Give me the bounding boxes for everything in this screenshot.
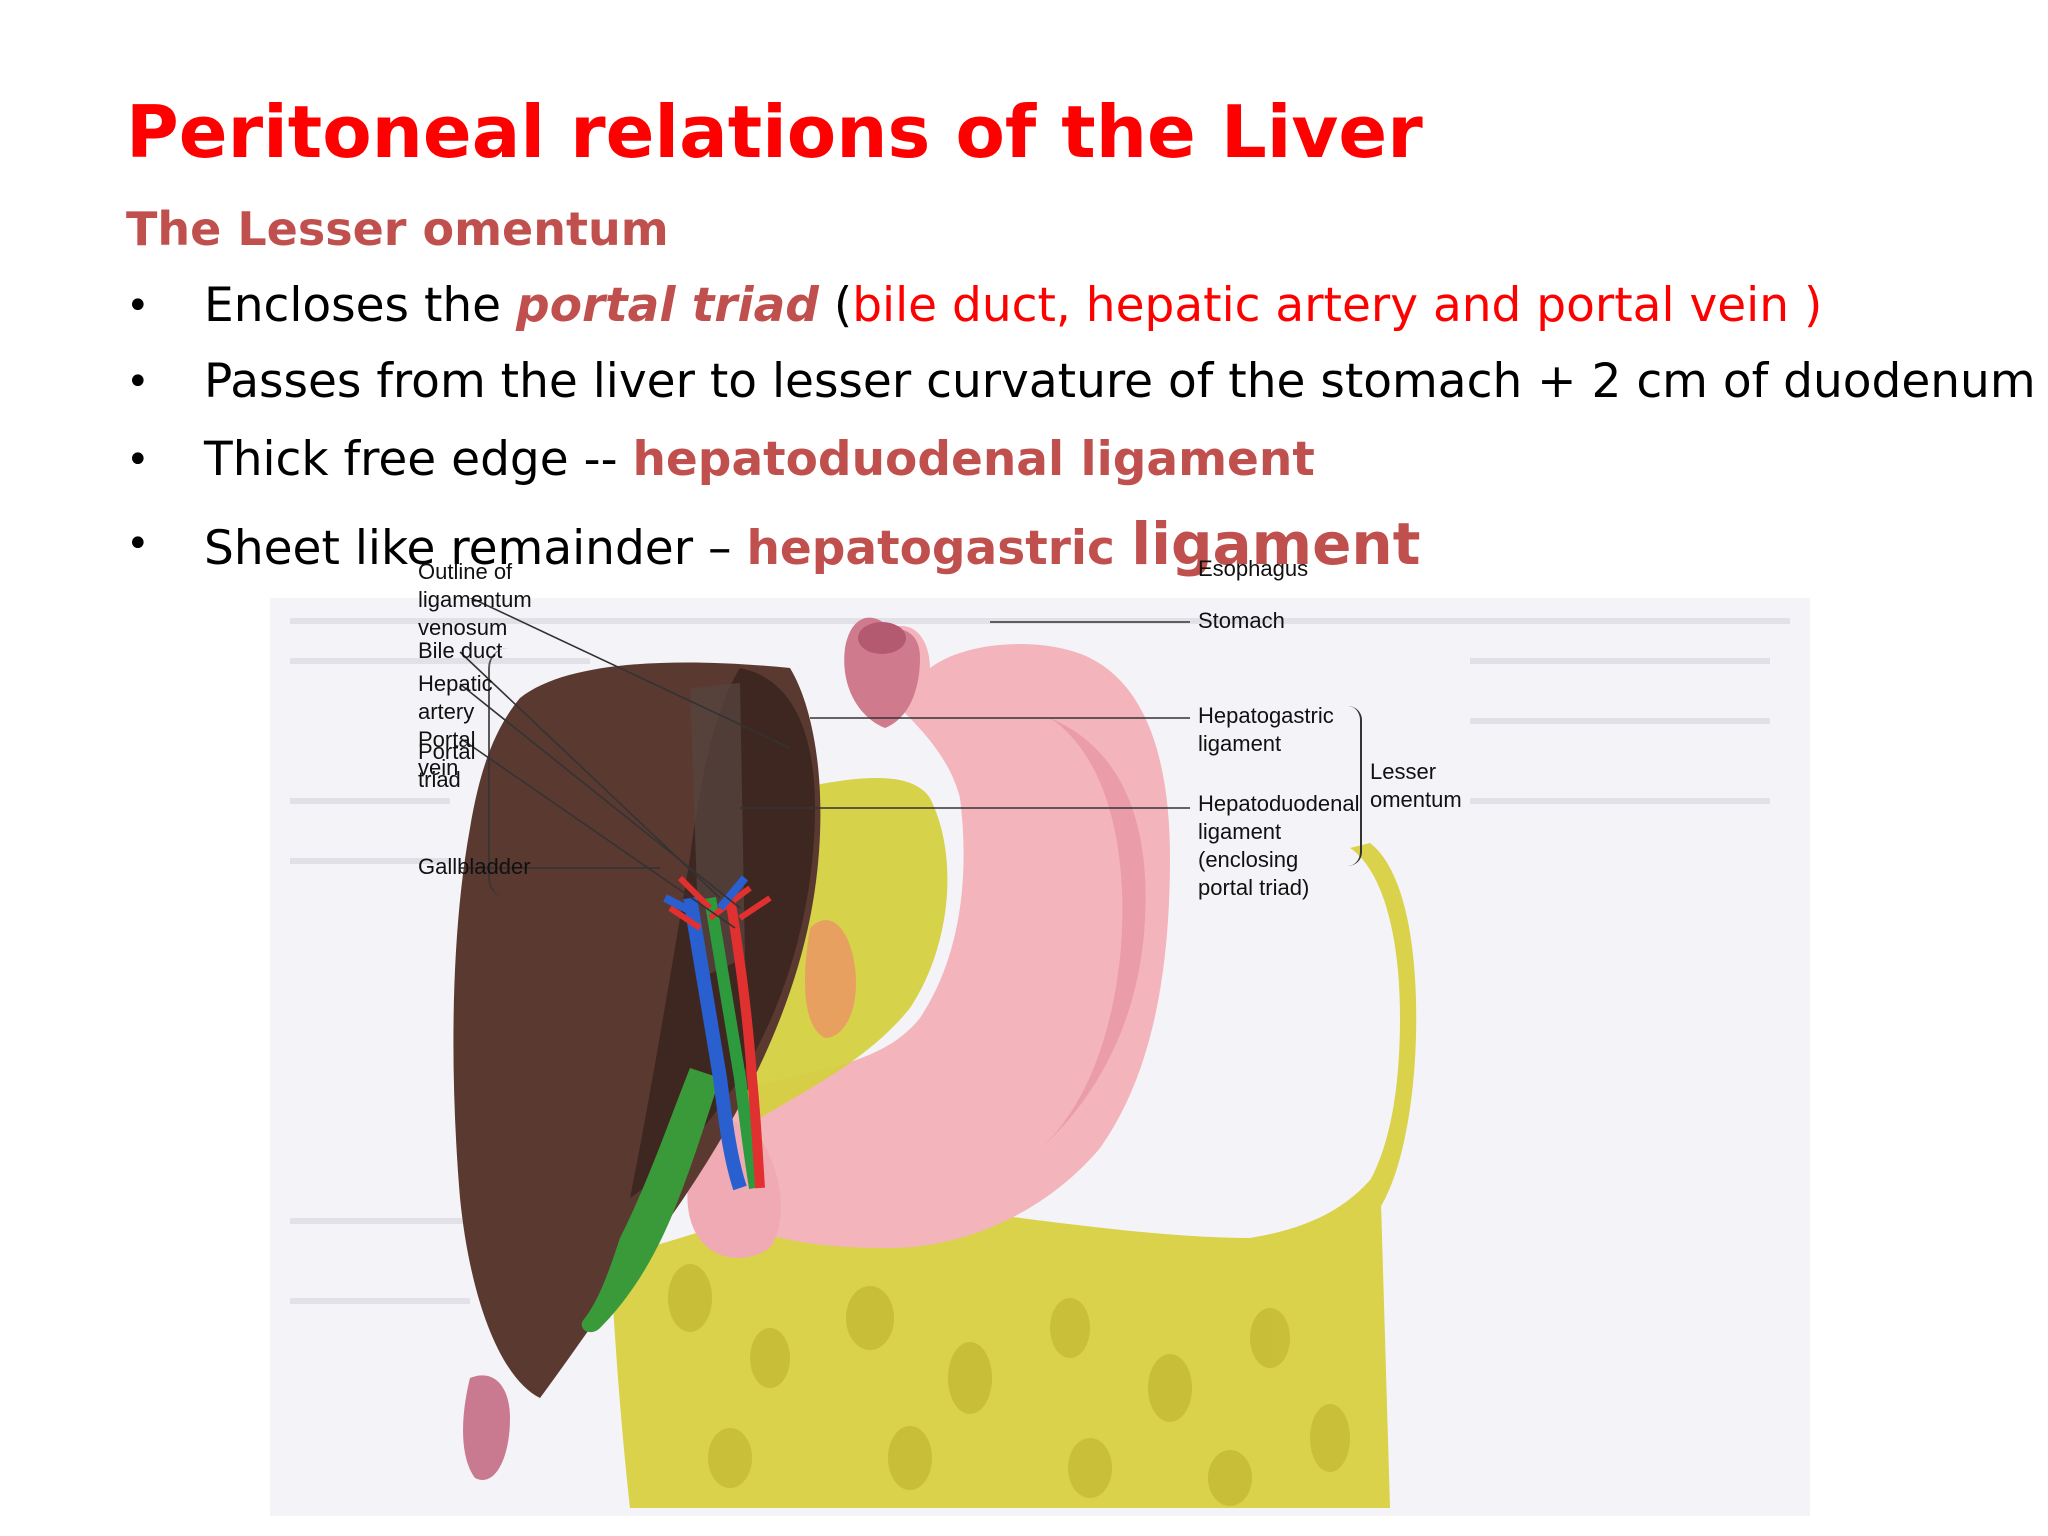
hepatogastric-label-line: Hepatogastric [1198,703,1334,728]
slide-title: Peritoneal relations of the Liver [126,90,1423,174]
hepatoduodenal-label-line: Hepatoduodenal [1198,791,1360,816]
portal-vein-label-line: Portal [418,727,476,752]
outline-venosum-label-line: ligamentum [418,587,532,612]
esophagus-opening [858,622,906,654]
stomach-shading [1030,718,1146,1158]
bullet-icon: • [126,359,150,405]
bullet-item: • Passes from the liver to lesser curvat… [126,344,2036,420]
hepatogastric-label: Hepatogastric ligament [1198,702,1334,758]
lesser-omentum-label-line: Lesser [1370,759,1437,784]
bullet-text-highlight-large: ligament [1131,510,1421,578]
portal-triad-label: Portal triad [418,738,528,794]
gallbladder [581,1068,720,1333]
bullet-text-emphasis: portal triad [516,278,819,333]
anatomy-figure: Portal triad Outline of ligamentum venos… [270,556,1810,1516]
portal-triad-label-line: triad [418,767,461,792]
esophagus-label: Esophagus [1198,556,1309,581]
caudate-lobe [805,920,856,1038]
bullet-text: ( [818,278,853,333]
bullet-text-highlight: bile duct, hepatic artery and portal vei… [852,278,1823,333]
hepatic-artery-label-line: Hepatic [418,671,493,696]
bullet-text-highlight: hepatogastric [746,521,1132,576]
liver-lower-lobe [463,1375,510,1480]
bullet-list: • Encloses the portal triad (bile duct, … [126,268,2036,578]
hepatoduodenal-label-line: (enclosing [1198,847,1299,872]
bile-duct-label: Bile duct [418,638,503,663]
bullet-item: • Thick free edge -- hepatoduodenal liga… [126,422,2036,498]
leader-lines [459,598,1190,929]
bullet-icon: • [126,437,150,483]
greater-omentum [610,1168,1390,1508]
lesser-omentum-label-line: omentum [1370,787,1462,812]
stomach-label: Stomach [1198,608,1285,633]
omentum-greater-curvature [1350,843,1417,1208]
bullet-text: Encloses the [204,278,517,333]
bullet-item: • Encloses the portal triad (bile duct, … [126,268,2036,344]
lesser-omentum-brace [1348,706,1362,866]
stomach [700,626,1170,1248]
outline-venosum-label: Outline of ligamentum venosum [418,558,532,642]
portal-vein-label: Portal vein [418,726,475,782]
gallbladder-label: Gallbladder [418,854,531,879]
outline-venosum-label-line: Outline of [418,559,513,584]
lesser-omentum-label: Lesser omentum [1370,758,1462,814]
omentum-texture [668,1264,1350,1506]
anatomy-illustration [270,598,1810,1516]
bullet-text: Thick free edge -- [204,432,633,487]
bullet-text: Passes from the liver to lesser curvatur… [204,354,2036,409]
slide-subtitle: The Lesser omentum [126,202,669,256]
bullet-item: • Sheet like remainder – hepatogastric l… [126,506,2036,582]
portal-vein-label-line: vein [418,755,459,780]
portal-triad-vessels [663,875,772,1191]
bullet-text: Sheet like remainder – [204,521,747,576]
hepatic-artery-label-line: artery [418,699,475,724]
portal-triad-brace [488,648,512,898]
bullet-icon: • [126,521,150,567]
bullet-icon: • [126,283,150,329]
hepatic-artery-label: Hepatic artery [418,670,493,726]
hepatogastric-label-line: ligament [1198,731,1282,756]
portal-triad-label-line: Portal [418,739,476,764]
faint-text-lines [290,618,1790,1304]
figure-labels: Portal triad Outline of ligamentum venos… [270,556,1810,1516]
hepatoduodenal-label: Hepatoduodenal ligament (enclosing porta… [1198,790,1359,902]
bullet-text-highlight: hepatoduodenal ligament [632,432,1315,487]
outline-venosum-label-line: venosum [418,615,508,640]
hepatoduodenal-label-line: ligament [1198,819,1282,844]
hepatoduodenal-label-line: portal triad) [1198,875,1310,900]
